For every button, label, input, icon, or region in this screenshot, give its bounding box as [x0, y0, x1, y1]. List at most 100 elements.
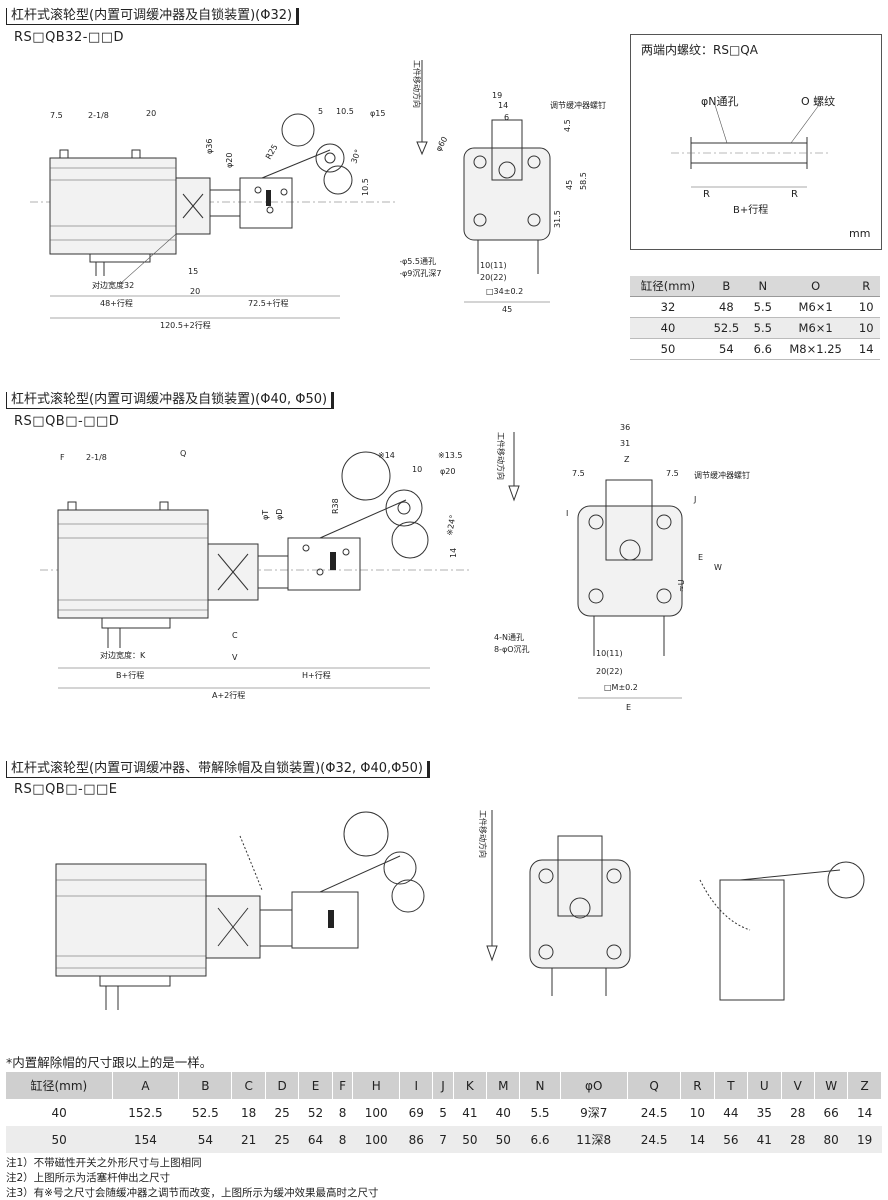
table1-header-row: 缸径(mm) B N O R	[630, 276, 880, 297]
table-cell: 19	[847, 1126, 882, 1153]
table2-header: J	[432, 1072, 454, 1099]
table-cell: 56	[714, 1126, 748, 1153]
table-cell: 64	[298, 1126, 333, 1153]
table-cell: 50	[453, 1126, 487, 1153]
section3-title: 杠杆式滚轮型(内置可调缓冲器、带解除帽及自锁装置)(Φ32, Φ40,Φ50)	[6, 761, 431, 778]
section2-title: 杠杆式滚轮型(内置可调缓冲器及自锁装置)(Φ40, Φ50)	[6, 392, 335, 409]
table-cell: 8	[332, 1126, 353, 1153]
table-cell: 25	[265, 1126, 299, 1153]
table1-header: O	[778, 276, 853, 297]
thread-b-label: B+行程	[733, 205, 769, 216]
s2-dim-10: 10	[412, 465, 422, 474]
s2-dim-q: Q	[180, 449, 186, 458]
table2-header: D	[265, 1072, 300, 1099]
table-cell: 48	[705, 296, 747, 318]
table-cell: 50	[630, 338, 706, 360]
s1-dim-r25: R25	[264, 143, 280, 161]
s1-dim-phi15: φ15	[370, 109, 385, 118]
s2-dim-14: 14	[449, 548, 458, 558]
table2-header: N	[519, 1072, 561, 1099]
s1-side-hole2: 8-φ9沉孔深7	[400, 269, 441, 278]
s2-dim-phit: φT	[261, 510, 270, 520]
table-cell: 54	[705, 338, 747, 360]
s1-dim-20b: 20	[190, 287, 200, 296]
note-1: 注1）不带磁性开关之外形尺寸与上图相同	[6, 1157, 202, 1169]
table-cell: 5.5	[746, 296, 779, 318]
s2-dim-s14: ※14	[378, 451, 395, 460]
s2-side-7-5-right: 7.5	[666, 469, 679, 478]
s1-side-phi60: φ60	[434, 135, 450, 153]
table-cell: 41	[747, 1126, 781, 1153]
s1-dim-20: 20	[146, 109, 156, 118]
table-cell: 5.5	[530, 1105, 550, 1120]
thread-box-title: 两端内螺纹：RS□QA	[641, 43, 758, 57]
note-3: 注3）有※号之尺寸会随缓冲器之调节而改变，上图所示为缓冲效果最高时之尺寸	[6, 1187, 379, 1199]
section1-title: 杠杆式滚轮型(内置可调缓冲器及自锁装置)(Φ32)	[6, 8, 300, 25]
s2-dim-k: 对边宽度：K	[100, 650, 146, 660]
s2-dim-phid: φD	[275, 509, 284, 520]
table-cell: 5.5	[746, 317, 779, 339]
s2-side-36: 36	[620, 423, 630, 432]
s1-dim-10-5b: 10.5	[361, 178, 370, 196]
table2-header: C	[231, 1072, 266, 1099]
s3-move-direction: 工件移动方向	[478, 810, 488, 858]
table2-header: V	[781, 1072, 815, 1099]
s1-side-4-5: 4.5	[563, 119, 572, 132]
section3-drawings: 工件移动方向	[55, 810, 865, 1010]
table-cell: 21	[231, 1126, 266, 1153]
table2-header: F	[332, 1072, 354, 1099]
s2-side-u: ≈U	[677, 579, 686, 592]
table-cell: 24.5	[627, 1126, 681, 1153]
table-cell: 10	[689, 1105, 706, 1120]
thread-detail-box: 两端内螺纹：RS□QA φN通孔 O 螺纹 R R B+行程 mm	[630, 34, 882, 250]
s2-side-31: 31	[620, 439, 630, 448]
table1-header: 缸径(mm)	[630, 276, 706, 297]
table-cell: 100	[352, 1126, 400, 1153]
s1-dim-thread: 2-1/8	[88, 111, 109, 120]
s2-move-direction: 工件移动方向	[496, 432, 506, 480]
table-cell: 28	[781, 1126, 815, 1153]
s2-side-w: W	[714, 563, 722, 572]
table2-header: K	[453, 1072, 488, 1099]
table2-header: M	[486, 1072, 521, 1099]
s2-side-20: 20(22)	[596, 667, 623, 676]
thread-r-left: R	[703, 189, 710, 200]
section2-front-drawing: F 2-1/8 Q ※14 ※13.5 10 φ20 φT φD R38 ※24…	[40, 449, 470, 700]
table-cell: 154	[112, 1126, 179, 1153]
s1-dim-48: 48+行程	[100, 298, 133, 308]
table-cell: 10	[852, 317, 880, 339]
s1-side-6: 6	[504, 113, 509, 122]
table-row: 40 52.5 5.5 M6×1 10	[630, 317, 880, 339]
s1-side-14: 14	[498, 101, 508, 110]
s1-move-direction: 工件移动方向	[412, 60, 422, 108]
s2-dim-s24: ※24°	[445, 514, 457, 536]
s1-dim-flat32: 对边宽度32	[92, 280, 134, 290]
s1-dim-30deg: 30°	[349, 148, 362, 164]
s2-buffer-screw: 调节缓冲器螺钉	[694, 470, 750, 480]
section2-side-drawing: 工件移动方向 36 31 Z 7.5 7.5 调节缓冲器螺钉 I J E W ≈…	[494, 423, 750, 712]
s2-side-hole2: 8-φO沉孔	[494, 645, 530, 654]
table-cell: 28	[790, 1105, 806, 1120]
table2-header: I	[399, 1072, 434, 1099]
table-bore-thread: 缸径(mm) B N O R 32 48 5.5 M6×1 10 40 52.5…	[630, 276, 880, 360]
s2-side-z: Z	[624, 455, 630, 464]
table-cell: 86	[399, 1126, 433, 1153]
s2-dim-thread: 2-1/8	[86, 453, 107, 462]
table1-header: N	[746, 276, 779, 297]
table-cell: 8	[338, 1105, 347, 1120]
thread-r-right: R	[791, 189, 798, 200]
table-cell: 69	[408, 1105, 424, 1120]
s1-side-10: 10(11)	[480, 261, 507, 270]
table-cell: 44	[723, 1105, 739, 1120]
table-cell: 66	[823, 1105, 839, 1120]
table-cell: 10	[852, 296, 880, 318]
table-cell: 18	[241, 1105, 257, 1120]
s2-side-i: I	[566, 509, 568, 518]
table-cell: 24.5	[640, 1105, 668, 1120]
table-cell: 50	[6, 1126, 113, 1153]
s1-dim-10-5: 10.5	[336, 107, 354, 116]
table-cell: 14	[857, 1105, 873, 1120]
s1-buffer-screw: 调节缓冲器螺钉	[550, 100, 606, 110]
